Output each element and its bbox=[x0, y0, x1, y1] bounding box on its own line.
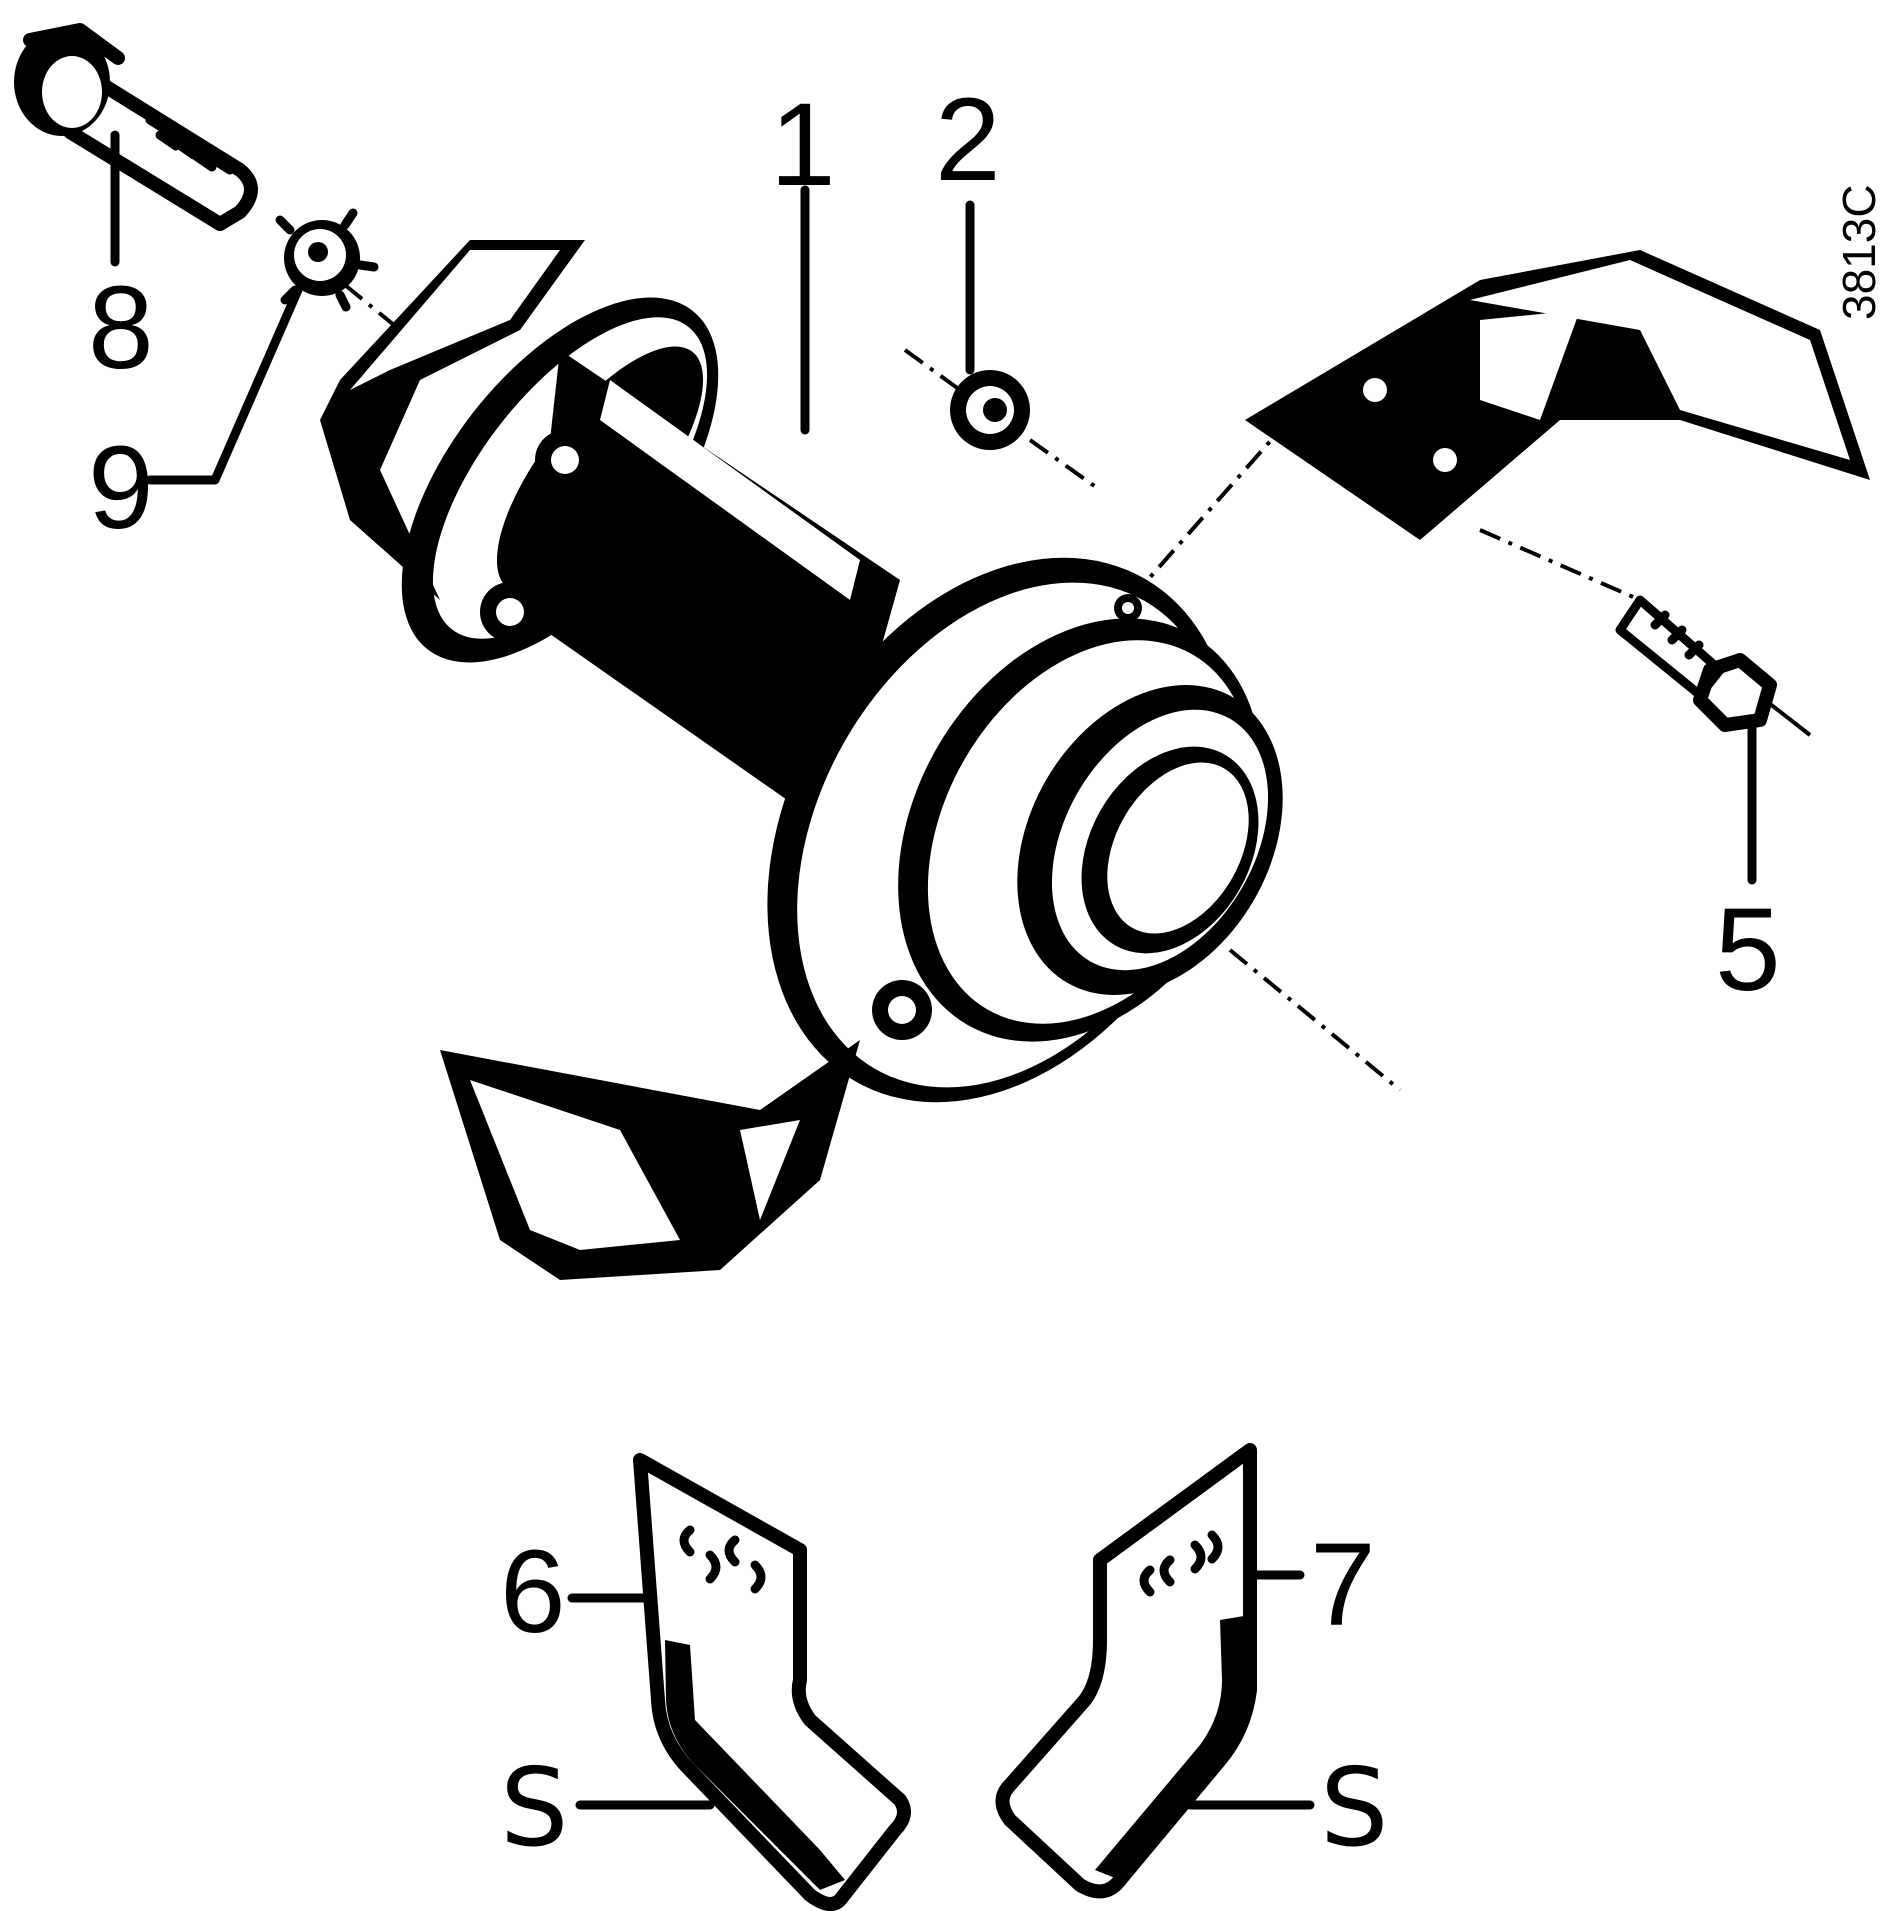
blade-upper-left bbox=[320, 240, 585, 600]
blade-part-6 bbox=[633, 1453, 911, 1911]
blade-lower-left bbox=[440, 1040, 860, 1280]
connector-hub-blade bbox=[1128, 428, 1282, 602]
callout-8: 8 bbox=[88, 262, 154, 394]
nut-part-2 bbox=[903, 348, 1102, 492]
callout-2: 2 bbox=[935, 74, 1001, 206]
blade-upper-right bbox=[1245, 250, 1870, 540]
callout-s-right: S bbox=[1320, 1746, 1389, 1871]
lock-washer-part-9 bbox=[275, 208, 379, 312]
bolt-part-5 bbox=[1479, 528, 1812, 737]
callout-6: 6 bbox=[500, 1526, 566, 1658]
connector-washer-blade bbox=[343, 283, 402, 332]
bolt-part-8 bbox=[14, 23, 258, 231]
callout-5: 5 bbox=[1715, 884, 1781, 1016]
leader-lines bbox=[110, 130, 1757, 1810]
rotor-hub-part-1 bbox=[401, 297, 1402, 1103]
blade-part-7 bbox=[995, 1443, 1257, 1899]
callout-7: 7 bbox=[1310, 1519, 1376, 1651]
callout-9: 9 bbox=[88, 422, 154, 554]
callout-1: 1 bbox=[770, 79, 836, 211]
callout-s-left: S bbox=[500, 1746, 569, 1871]
figure-reference: 3813C bbox=[1833, 184, 1885, 320]
